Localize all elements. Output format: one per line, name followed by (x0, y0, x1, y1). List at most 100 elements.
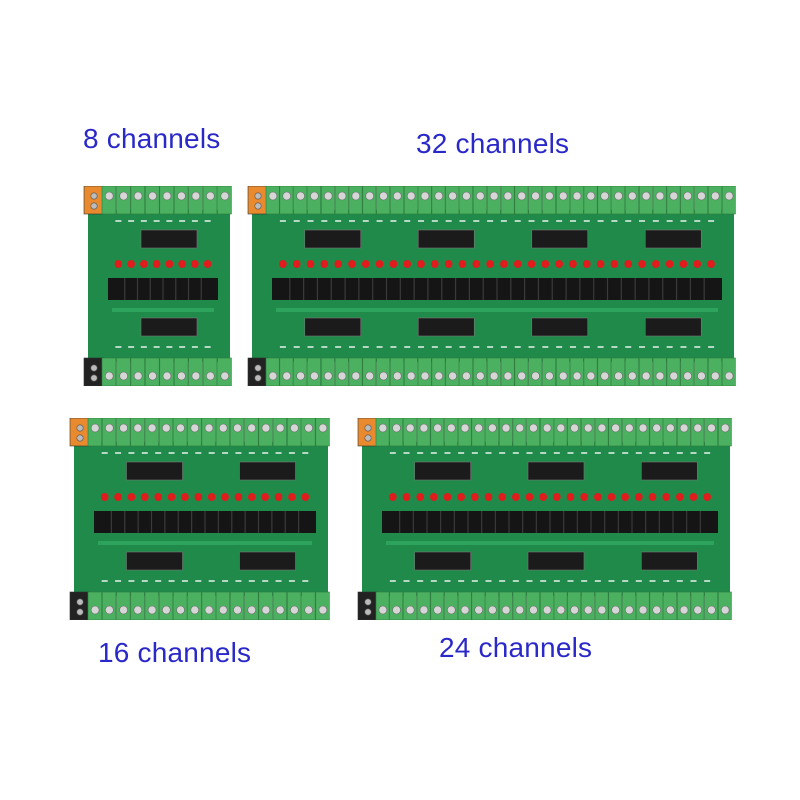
screw-head (148, 191, 157, 201)
screw-head (460, 605, 470, 615)
screw-head (652, 423, 661, 433)
optocoupler-gap (137, 511, 139, 533)
screw-head (558, 191, 568, 201)
silk-mark (431, 220, 438, 222)
pcb-svg (69, 418, 330, 620)
silk-mark (690, 580, 697, 582)
optocoupler-gap (551, 278, 553, 300)
optocoupler-gap (231, 511, 233, 533)
optocoupler-gap (522, 511, 524, 533)
silk-mark (279, 220, 286, 222)
led (416, 493, 424, 501)
silk-mark (704, 452, 711, 454)
optocoupler-gap (399, 511, 401, 533)
led (525, 493, 534, 501)
optocoupler-gap (385, 278, 388, 300)
ic-chip (140, 317, 198, 337)
optocoupler-gap (164, 511, 166, 533)
silk-mark (694, 220, 701, 222)
screw-head (296, 371, 305, 381)
led (662, 493, 670, 501)
silk-mark (514, 220, 521, 222)
silk-mark (500, 346, 507, 348)
screw-head (310, 371, 319, 381)
output-terminal-strip (101, 186, 232, 215)
silk-mark (362, 346, 369, 348)
led (624, 260, 633, 268)
led (566, 493, 575, 501)
led (389, 260, 398, 268)
optocoupler-gap (284, 511, 286, 533)
optocoupler-gap (563, 511, 565, 533)
led (553, 493, 561, 501)
silk-mark (222, 452, 229, 454)
input-terminal-strip (375, 591, 732, 620)
silk-mark (473, 346, 480, 348)
optocoupler-gap (699, 511, 701, 533)
screw-head (282, 191, 292, 201)
silk-mark (288, 452, 295, 454)
led (141, 493, 149, 501)
screw-head (570, 605, 579, 615)
com-terminal (69, 591, 91, 620)
led (457, 493, 465, 501)
ic-chip (644, 317, 702, 337)
screw-head (220, 371, 230, 381)
screw-head (625, 605, 634, 615)
silk-mark (191, 220, 198, 222)
silk-mark (248, 452, 255, 454)
screw-head (611, 423, 620, 433)
ic-chip (641, 551, 698, 571)
led (569, 260, 577, 268)
silk-mark (208, 452, 215, 454)
screw-head (204, 423, 214, 433)
silk-mark (459, 220, 466, 222)
screw-head (447, 605, 456, 615)
screw-head (501, 423, 511, 433)
silk-mark (376, 220, 383, 222)
silk-mark (540, 452, 547, 454)
ic-chip (239, 551, 296, 571)
silk-mark (288, 580, 295, 582)
optocoupler-gap (510, 278, 512, 300)
screw-head (583, 423, 593, 433)
optocoupler-gap (579, 278, 581, 300)
screw-head (247, 423, 257, 433)
screw-head (720, 605, 730, 615)
led (279, 260, 287, 268)
screw-head (147, 423, 157, 433)
led (527, 260, 536, 268)
screw-head (475, 191, 485, 201)
ic-chip (304, 229, 362, 249)
led (389, 493, 397, 501)
silk-mark (115, 452, 122, 454)
silk-mark (676, 580, 683, 582)
led (178, 260, 186, 268)
label-32-channels: 32 channels (416, 128, 570, 159)
silk-mark (389, 580, 396, 582)
silk-mark (275, 580, 282, 582)
silkscreen (115, 220, 211, 348)
silk-mark (153, 220, 160, 222)
screw-head (545, 191, 554, 201)
screw-head (501, 605, 511, 615)
optocoupler-gap (413, 278, 415, 300)
screw-head (177, 371, 186, 381)
screw-head (586, 191, 596, 201)
screw-head (161, 605, 171, 615)
optocoupler-gap (298, 511, 300, 533)
label-8-channels: 8 channels (83, 123, 221, 154)
optocoupler-gap (535, 511, 537, 533)
silk-mark (445, 346, 452, 348)
led (301, 493, 310, 501)
screw-head (204, 605, 214, 615)
screw-head (679, 605, 689, 615)
silk-mark (528, 220, 535, 222)
silk-mark (431, 346, 438, 348)
screw-head (531, 191, 540, 201)
silk-mark (279, 346, 286, 348)
silk-mark (471, 580, 478, 582)
silk-mark (581, 452, 588, 454)
resistor-strip (276, 308, 718, 312)
input-terminal-strip (87, 591, 330, 620)
